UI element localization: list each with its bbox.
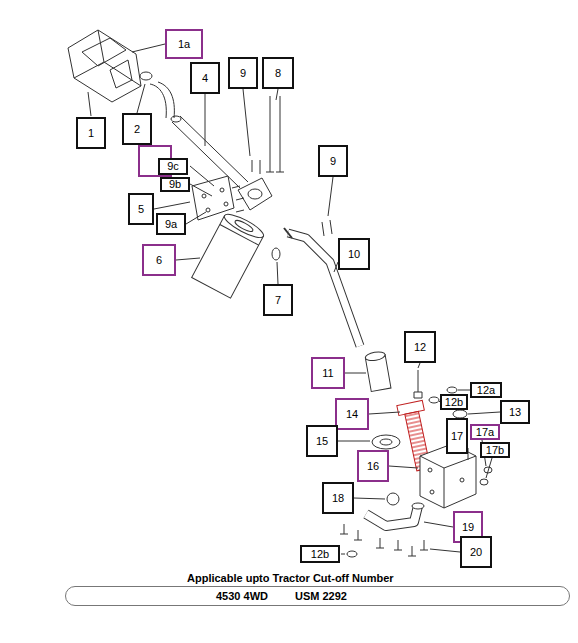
callout-number: 20 (470, 547, 482, 558)
callout-number: 13 (509, 407, 521, 418)
callout-box: 1a (165, 29, 203, 59)
callout-number: 6 (156, 255, 162, 266)
callout-box: 12a (470, 382, 502, 398)
callout-number: 12b (311, 549, 329, 560)
callout-number: 12b (445, 397, 463, 408)
callout-number: 17 (451, 431, 463, 442)
callout-number: 8 (275, 68, 281, 79)
callout-box: 6 (142, 244, 176, 276)
callout-number: 15 (316, 436, 328, 447)
callout-box: 12 (404, 331, 436, 363)
callout-box: 9b (160, 177, 190, 192)
callout-box: 7 (263, 284, 293, 316)
callout-box: 16 (357, 450, 389, 482)
callout-number: 14 (346, 409, 358, 420)
callout-box: 12b (300, 545, 340, 563)
callout-number: 2 (134, 124, 140, 135)
callout-number: 18 (332, 493, 344, 504)
callout-number: 12a (477, 385, 495, 396)
cutoff-band: Applicable upto Tractor Cut-off Number45… (65, 586, 570, 606)
cutoff-text: USM 2292 (295, 591, 347, 602)
callout-box: 5 (128, 193, 154, 225)
callout-box: 8 (262, 57, 294, 89)
callout-number: 11 (322, 368, 333, 379)
callout-box: 9 (228, 57, 258, 89)
callout-number: 4 (202, 73, 208, 84)
callout-number: 19 (462, 522, 474, 533)
applicability-heading: Applicable upto Tractor Cut-off Number (187, 573, 394, 584)
callout-box: 15 (306, 425, 338, 457)
callout-number: 9 (330, 156, 336, 167)
callout-box: 4 (190, 62, 220, 94)
callout-box: 10 (338, 238, 370, 270)
callout-number: 17b (486, 445, 504, 456)
callout-box: 17b (480, 442, 510, 458)
callout-box: 17a (470, 424, 500, 440)
callout-number: 9 (240, 68, 246, 79)
callout-number: 17a (476, 427, 494, 438)
callout-box: 20 (460, 536, 492, 568)
callout-number: 9b (169, 179, 181, 190)
callout-number: 1 (88, 128, 94, 139)
callout-number: 1a (178, 39, 190, 50)
callout-box: 9 (318, 145, 348, 177)
callout-box: 2 (122, 113, 152, 145)
callout-box: 9a (156, 213, 186, 235)
callout-number: 9a (165, 219, 177, 230)
callout-box: 12b (440, 394, 468, 410)
callout-box: 13 (500, 400, 530, 424)
callout-box: 18 (322, 482, 354, 514)
callout-box: 1 (76, 117, 106, 149)
callout-number: 5 (138, 204, 144, 215)
callout-box: 9c (158, 158, 188, 175)
cutoff-text: 4530 4WD (216, 591, 268, 602)
callout-number: 7 (275, 295, 281, 306)
callout-box: 17 (446, 418, 468, 454)
callout-number: 12 (414, 342, 426, 353)
callout-number: 9c (167, 161, 179, 172)
callout-box: 11 (311, 357, 345, 389)
callout-number: 10 (348, 249, 360, 260)
callout-number: 16 (367, 461, 379, 472)
callout-box: 14 (335, 398, 369, 430)
